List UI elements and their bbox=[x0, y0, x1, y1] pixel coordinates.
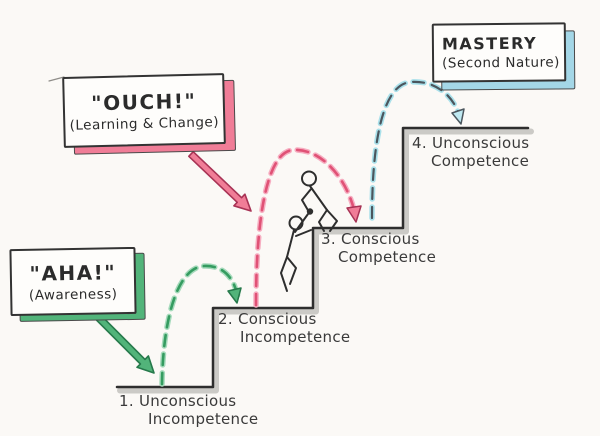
callout-mastery-face: MASTERY (Second Nature) bbox=[431, 22, 567, 83]
step-4-line2: Competence bbox=[431, 152, 530, 170]
step-1-line1: 1. Unconscious bbox=[119, 392, 237, 410]
stick-figures-helping-climb bbox=[280, 170, 338, 292]
callout-aha-title: "AHA!" bbox=[29, 259, 117, 286]
callout-aha-subtitle: (Awareness) bbox=[28, 285, 118, 304]
callout-ouch-subtitle: (Learning & Change) bbox=[69, 113, 220, 134]
ouch-arrow-icon bbox=[188, 150, 252, 212]
climber-arm-up bbox=[294, 213, 309, 233]
teal-arc-arrowhead-icon bbox=[451, 108, 465, 125]
callout-ouch-face: "OUCH!" (Learning & Change) bbox=[62, 73, 226, 148]
step-2-line1: 2. Conscious bbox=[218, 310, 317, 328]
climber-arm-ledge bbox=[295, 229, 312, 237]
step-4-line1: 4. Unconscious bbox=[412, 134, 530, 152]
callout-aha: "AHA!" (Awareness) bbox=[9, 246, 146, 322]
callout-mastery: MASTERY (Second Nature) bbox=[431, 22, 576, 91]
callout-mastery-title: MASTERY bbox=[441, 33, 538, 54]
staircase-shadow bbox=[117, 128, 534, 394]
staircase-outline bbox=[115, 126, 530, 389]
callout-ouch: "OUCH!" (Learning & Change) bbox=[62, 73, 237, 155]
callout-ouch-title: "OUCH!" bbox=[90, 88, 197, 115]
callout-mastery-subtitle: (Second Nature) bbox=[442, 54, 560, 72]
helper-head bbox=[301, 170, 317, 187]
step-3-line1: 3. Conscious bbox=[321, 230, 420, 248]
pencil-stray-mark bbox=[48, 76, 65, 82]
helper-arm bbox=[301, 188, 312, 213]
step-label-3: 3. Conscious Competence bbox=[321, 230, 436, 266]
helper-torso bbox=[309, 185, 328, 211]
step-label-4: 4. Unconscious Competence bbox=[412, 134, 529, 170]
step-3-line2: Competence bbox=[338, 248, 437, 266]
step-2-line2: Incompetence bbox=[240, 328, 351, 346]
helper-leg-front bbox=[326, 209, 338, 232]
step-label-1: 1. Unconscious Incompetence bbox=[119, 392, 258, 428]
green-arc bbox=[160, 264, 240, 386]
green-arc-arrowhead-icon bbox=[227, 287, 242, 304]
pink-arc bbox=[254, 148, 357, 307]
pink-arc-arrowhead-icon bbox=[346, 205, 362, 223]
helper-leg-back bbox=[318, 209, 328, 232]
aha-arrow-icon bbox=[93, 312, 155, 374]
step-label-2: 2. Conscious Incompetence bbox=[218, 310, 350, 346]
climber-leg-back bbox=[280, 256, 288, 292]
callout-aha-face: "AHA!" (Awareness) bbox=[9, 246, 137, 317]
joined-hands bbox=[306, 208, 314, 215]
teal-arc bbox=[370, 80, 462, 220]
step-1-line2: Incompetence bbox=[148, 410, 259, 428]
climber-leg-front bbox=[286, 256, 297, 285]
climber-torso bbox=[286, 229, 295, 258]
